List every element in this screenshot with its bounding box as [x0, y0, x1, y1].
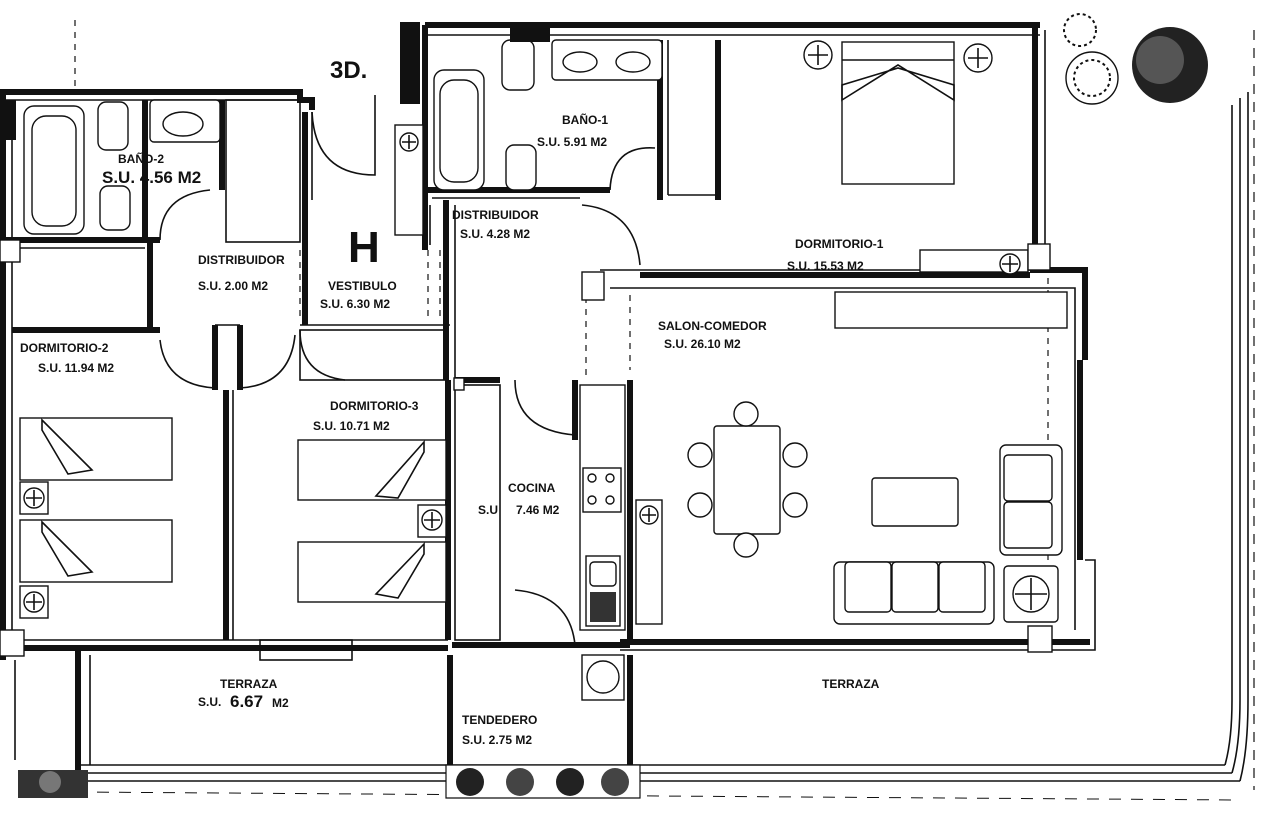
room-area-bano2: S.U. 4.56 M2 — [102, 168, 201, 187]
room-area-dormitorio1: S.U. 15.53 M2 — [787, 259, 864, 273]
labels: 3D. H BAÑO-2 S.U. 4.56 M2 BAÑO-1 S.U. 5.… — [20, 57, 884, 747]
dormitorio-3-furniture — [297, 439, 447, 603]
dormitorio-1-furniture — [394, 40, 1029, 275]
bathroom-1-fixtures — [433, 22, 663, 191]
room-name-vestibulo: VESTIBULO — [328, 279, 397, 293]
room-name-dormitorio2: DORMITORIO-2 — [20, 341, 109, 355]
kitchen-fixtures — [579, 384, 663, 701]
room-area-tendedero: S.U. 2.75 M2 — [462, 733, 532, 747]
room-name-bano1: BAÑO-1 — [562, 112, 608, 127]
column-markers — [0, 239, 1053, 657]
room-name-distribuidor-left: DISTRIBUIDOR — [198, 253, 285, 267]
room-name-tendedero: TENDEDERO — [462, 713, 537, 727]
unit-label: 3D. — [330, 57, 367, 84]
room-area-cocina: 7.46 M2 — [516, 503, 560, 517]
room-area-cocina-prefix: S.U — [478, 503, 498, 517]
room-name-distribuidor-right: DISTRIBUIDOR — [452, 208, 539, 222]
doors — [159, 95, 656, 646]
room-name-cocina: COCINA — [508, 481, 556, 495]
room-area-terraza-left-value: 6.67 — [230, 692, 263, 711]
bathroom-2-fixtures — [2, 99, 221, 235]
room-name-salon: SALON-COMEDOR — [658, 319, 767, 333]
room-area-distribuidor-right: S.U. 4.28 M2 — [460, 227, 530, 241]
letter-h: H — [348, 223, 380, 272]
salon-furniture — [687, 291, 1068, 625]
room-area-terraza-left-unit: M2 — [272, 696, 289, 710]
room-name-bano2: BAÑO-2 — [118, 151, 164, 166]
terrace-plants — [18, 13, 1208, 799]
room-area-dormitorio3: S.U. 10.71 M2 — [313, 419, 390, 433]
room-area-salon: S.U. 26.10 M2 — [664, 337, 741, 351]
room-area-terraza-left-prefix: S.U. — [198, 695, 221, 709]
walls — [0, 20, 1255, 801]
room-name-terraza-left: TERRAZA — [220, 677, 278, 691]
room-name-terraza-right: TERRAZA — [822, 677, 880, 691]
room-area-vestibulo: S.U. 6.30 M2 — [320, 297, 390, 311]
room-name-dormitorio3: DORMITORIO-3 — [330, 399, 419, 413]
room-area-distribuidor-left: S.U. 2.00 M2 — [198, 279, 268, 293]
room-name-dormitorio1: DORMITORIO-1 — [795, 237, 884, 251]
dormitorio-2-furniture — [19, 417, 173, 619]
room-area-bano1: S.U. 5.91 M2 — [537, 135, 607, 149]
room-area-dormitorio2: S.U. 11.94 M2 — [38, 361, 114, 375]
